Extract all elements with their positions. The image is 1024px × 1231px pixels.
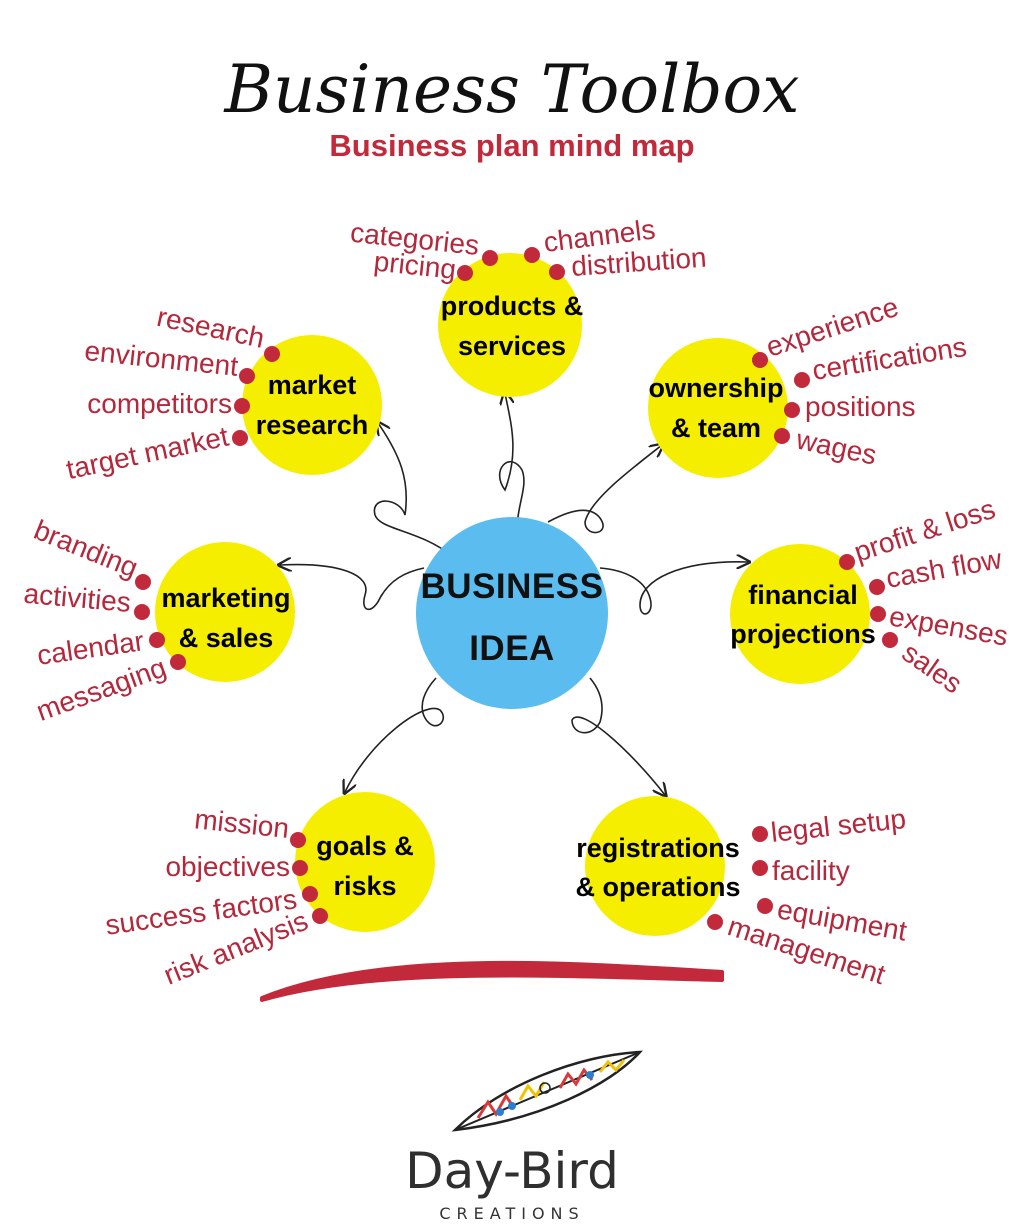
leaf-target-market: target market [63, 421, 231, 486]
node-label-line1: financial [748, 580, 858, 610]
node-label-line1: goals & [316, 831, 414, 861]
center-label-line1: BUSINESS [421, 567, 604, 606]
leaf-objectives: objectives [165, 851, 290, 882]
node-market-research: market research research environment com… [63, 301, 382, 485]
leaf-competitors: competitors [87, 388, 232, 419]
center-node [416, 517, 608, 709]
node-label-line1: registrations [576, 833, 740, 863]
connector-products [500, 393, 525, 549]
page-title: Business Toolbox [224, 51, 800, 128]
node-label-line1: marketing [161, 583, 290, 613]
leaf-sales: sales [897, 637, 968, 700]
node-marketing-sales: marketing & sales branding activities ca… [23, 514, 295, 727]
connector-ownership [547, 445, 662, 534]
page-subtitle: Business plan mind map [329, 128, 694, 163]
node-label-line1: ownership [648, 373, 783, 403]
connector-marketing [280, 565, 425, 611]
connector-registrations [571, 677, 665, 795]
leaf-activities: activities [23, 578, 133, 618]
leaf-legal-setup: legal setup [769, 803, 907, 848]
node-label-line2: & team [671, 413, 761, 443]
connector-goals [345, 677, 445, 792]
node-financial-projections: financial projections profit & loss cash… [730, 493, 1010, 699]
feather-logo-icon [451, 1050, 643, 1132]
brand-tagline: CREATIONS [439, 1204, 584, 1223]
leaf-branding: branding [30, 514, 143, 584]
connector-market [373, 423, 453, 557]
node-goals-risks: goals & risks mission objectives success… [103, 792, 435, 991]
connector-financial [599, 562, 748, 615]
node-ownership-team: ownership & team experience certificatio… [648, 291, 969, 478]
node-label-line2: research [256, 410, 369, 440]
node-label-line1: market [268, 370, 357, 400]
brand-name: Day-Bird [405, 1142, 619, 1200]
node-label-line2: risks [333, 871, 396, 901]
node-registrations-operations: registrations & operations legal setup f… [575, 796, 909, 990]
leaf-wages: wages [793, 423, 880, 470]
node-label-line2: projections [730, 619, 876, 649]
node-label-line2: services [458, 331, 566, 361]
center-label-line2: IDEA [469, 629, 555, 668]
node-label-line1: products & [441, 291, 584, 321]
leaf-mission: mission [193, 803, 291, 844]
leaf-expenses: expenses [887, 600, 1010, 651]
decorative-brush-stroke [260, 960, 724, 1002]
node-label-line2: & sales [179, 623, 274, 653]
node-products-services: products & services categories pricing c… [349, 214, 707, 397]
leaf-positions: positions [805, 391, 916, 422]
node-label-line2: & operations [575, 872, 740, 902]
leaf-facility: facility [772, 855, 850, 886]
